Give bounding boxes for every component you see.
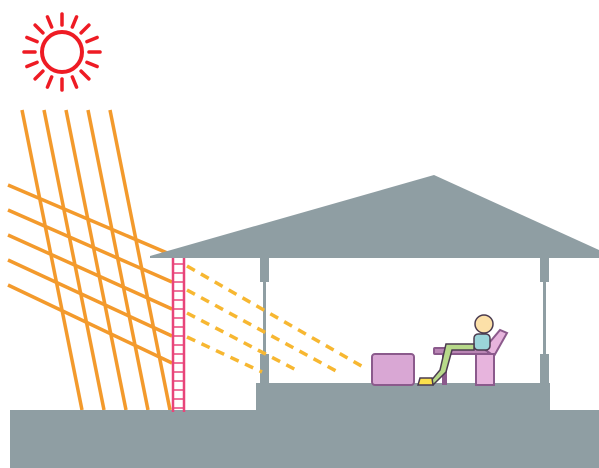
low-ray-line — [7, 233, 173, 311]
side-box — [371, 353, 415, 386]
direct-ray-line — [42, 109, 106, 411]
person-icon — [417, 314, 509, 387]
low-ray-line — [7, 208, 173, 284]
sun-ray-tick — [79, 69, 91, 81]
sun-ray-tick — [33, 23, 45, 35]
sun-ray-tick — [85, 35, 99, 44]
sun-screen-lattice — [171, 258, 186, 412]
direct-sun-rays — [20, 109, 172, 411]
diffused-ray-line — [186, 311, 301, 374]
house-floor-slab — [256, 383, 550, 413]
sun-ray-tick — [85, 60, 99, 69]
low-ray-line — [7, 258, 173, 338]
right-post — [540, 258, 549, 384]
diffused-ray-line — [186, 335, 263, 374]
direct-ray-line — [64, 109, 128, 411]
sun-icon — [22, 12, 102, 92]
sun-ray-tick — [70, 15, 79, 29]
sun-ray-tick — [45, 75, 54, 89]
sun-ray-tick — [70, 75, 79, 89]
direct-ray-line — [20, 109, 84, 411]
low-ray-line — [7, 283, 173, 365]
sun-disk — [40, 30, 84, 74]
ground — [10, 410, 599, 468]
sun-ray-tick — [45, 15, 54, 29]
diffused-ray-line — [186, 288, 339, 374]
left-post — [260, 258, 269, 384]
low-angle-sun-rays — [7, 183, 173, 365]
sun-ray-tick — [25, 60, 39, 69]
roof — [150, 175, 599, 258]
diffused-ray-line — [186, 264, 366, 370]
sun-ray-tick — [79, 23, 91, 35]
sun-ray-tick — [25, 35, 39, 44]
low-ray-line — [7, 183, 173, 257]
diffused-light-rays — [186, 264, 366, 374]
direct-ray-line — [108, 109, 172, 411]
sun-ray-tick — [33, 69, 45, 81]
